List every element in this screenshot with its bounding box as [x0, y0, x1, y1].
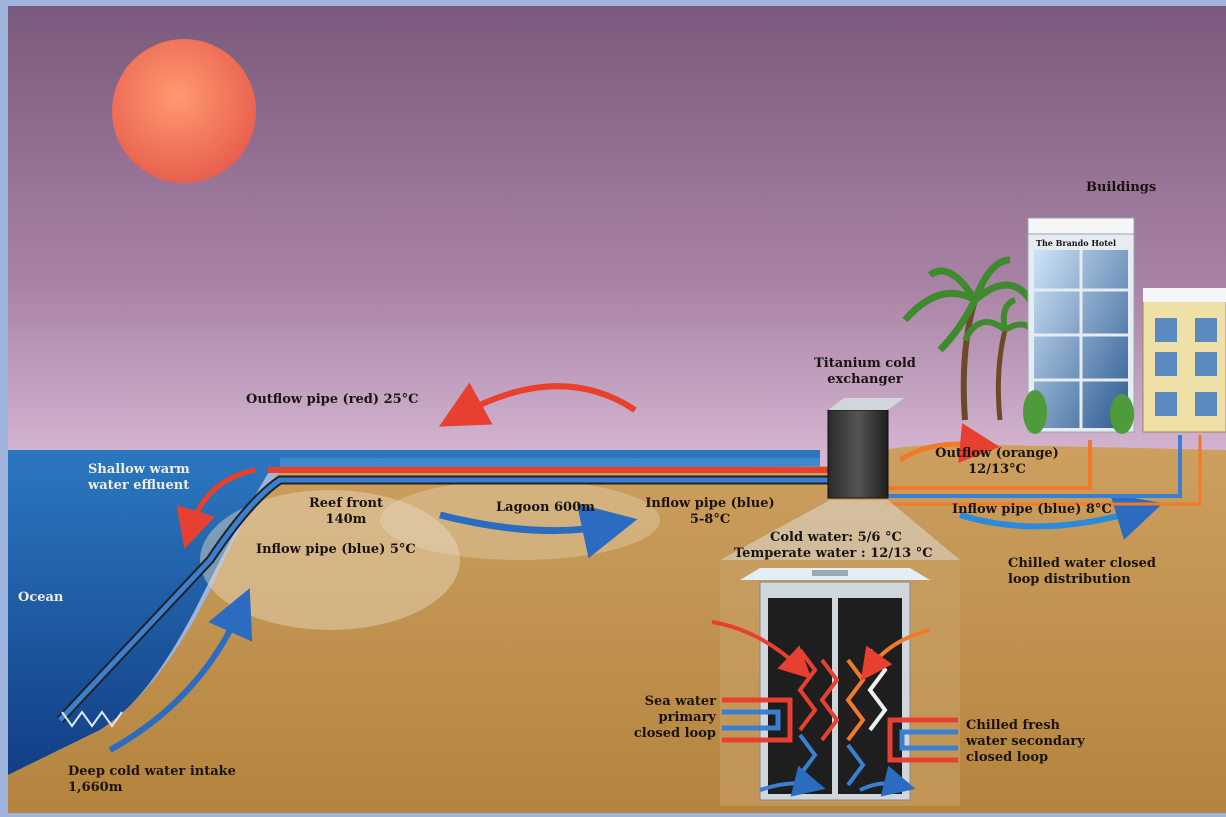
label-fresh-loop-line2: water secondary: [966, 734, 1085, 749]
lagoon-shallows: [380, 480, 660, 560]
label-sea-loop-line3: closed loop: [633, 726, 716, 741]
label-outflow-orange: Outflow (orange) 12/13°C: [924, 446, 1070, 478]
label-reef-line2: 140m: [325, 512, 367, 527]
hotel-annex-roof: [1143, 288, 1226, 302]
label-buildings: Buildings: [1086, 180, 1157, 195]
label-outflow-orange-line2: 12/13°C: [968, 462, 1026, 477]
hotel-tower-roof: [1027, 217, 1135, 235]
label-fresh-water-loop: Chilled fresh water secondary closed loo…: [966, 718, 1085, 766]
shrub: [1110, 394, 1134, 434]
label-outflow-red: Outflow pipe (red) 25°C: [246, 392, 419, 407]
label-temperate-water: Temperate water : 12/13 °C: [734, 546, 933, 561]
label-inflow-5: Inflow pipe (blue) 5°C: [256, 542, 416, 557]
intake-truss: [61, 710, 123, 728]
label-sea-water-loop: Sea water primary closed loop: [624, 694, 716, 742]
sun: [112, 39, 256, 183]
label-chilled-distribution: Chilled water closed loop distribution: [1008, 556, 1156, 588]
label-reef-front: Reef front 140m: [296, 496, 396, 528]
label-sea-loop-line1: Sea water: [644, 694, 716, 709]
label-shallow-line2: water effluent: [88, 478, 190, 493]
label-inflow-58: Inflow pipe (blue) 5-8°C: [630, 496, 790, 528]
label-building-sign: The Brando Hotel: [1036, 238, 1117, 248]
label-ocean: Ocean: [18, 590, 64, 605]
titanium-exchanger-unit: [827, 409, 889, 499]
label-shallow-effluent: Shallow warm water effluent: [88, 462, 190, 494]
label-cold-water: Cold water: 5/6 °C: [770, 530, 902, 545]
label-chilled-dist-line2: loop distribution: [1008, 572, 1131, 587]
label-sea-loop-line2: primary: [658, 710, 716, 725]
deep-intake-arrow: [108, 588, 253, 753]
reef-shallows: [200, 490, 460, 630]
label-exchanger-line2: exchanger: [827, 372, 903, 387]
label-shallow-line1: Shallow warm: [88, 462, 190, 477]
label-fresh-loop-line3: closed loop: [966, 750, 1049, 765]
label-inflow-8: Inflow pipe (blue) 8°C: [952, 502, 1112, 517]
label-chilled-dist-line1: Chilled water closed: [1008, 556, 1156, 571]
label-inflow-58-line1: Inflow pipe (blue): [645, 496, 775, 511]
chilled-distribution-arrow: [959, 493, 1163, 540]
inflow-pipe-blue: [58, 477, 830, 722]
shrub: [1023, 390, 1047, 434]
orange-outflow-arrow: [898, 423, 1000, 463]
orange-pipe-to-buildings-2: [885, 435, 1202, 506]
label-fresh-loop-line1: Chilled fresh: [966, 718, 1060, 733]
label-reef-line1: Reef front: [308, 496, 384, 511]
lagoon-flow-arrow: [439, 503, 638, 559]
label-deep-line2: 1,660m: [68, 780, 123, 795]
inset-callout-beam: [720, 500, 960, 560]
label-inflow-58-line2: 5-8°C: [689, 512, 731, 527]
warm-effluent-arrow: [176, 467, 256, 550]
label-exchanger: Titanium cold exchanger: [790, 356, 940, 388]
outflow-arrow-air: [438, 382, 637, 427]
orange-pipe-to-buildings: [885, 440, 1092, 490]
label-lagoon: Lagoon 600m: [496, 500, 595, 515]
exchanger-top: [828, 398, 904, 410]
exchanger-inset: [711, 560, 960, 806]
label-deep-intake: Deep cold water intake 1,660m: [68, 764, 236, 796]
palm-trees: [902, 256, 1038, 421]
blue-pipe-to-buildings: [885, 435, 1182, 498]
label-outflow-orange-line1: Outflow (orange): [935, 446, 1059, 461]
label-exchanger-line1: Titanium cold: [814, 356, 916, 371]
label-deep-line1: Deep cold water intake: [68, 764, 236, 779]
